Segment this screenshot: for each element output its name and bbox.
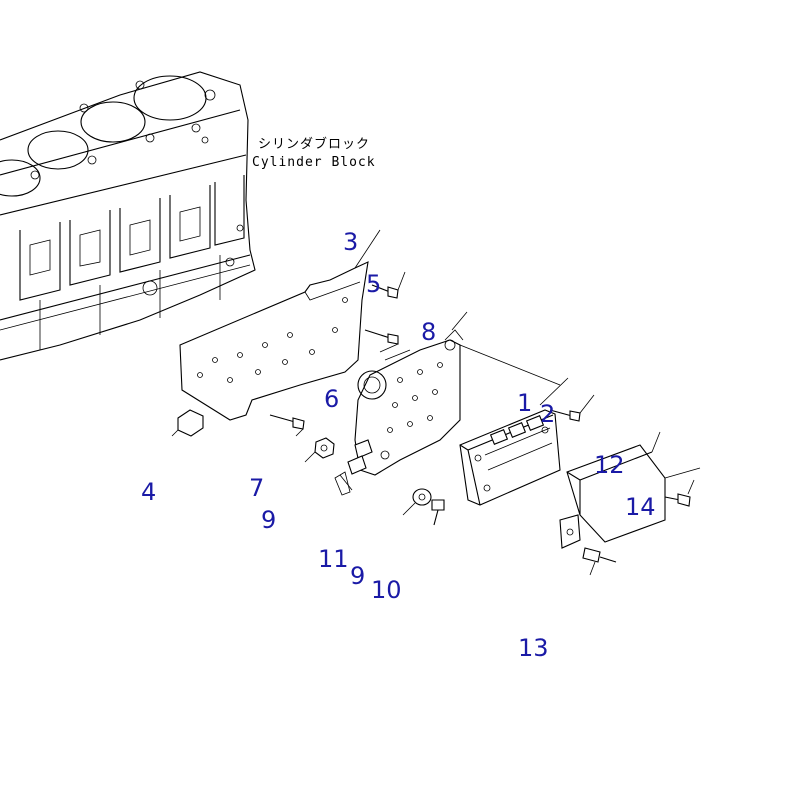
callout-6: 6 — [324, 385, 340, 413]
callout-14: 14 — [625, 493, 656, 521]
bolt — [431, 499, 445, 526]
callout-9: 9 — [350, 562, 366, 590]
spacer — [171, 409, 204, 437]
washer — [402, 488, 432, 516]
cylinder-block — [0, 71, 256, 361]
cylinder-block-caption-jp: シリンダブロック — [258, 137, 371, 152]
callout-13: 13 — [518, 634, 549, 662]
engine-controller — [459, 377, 569, 506]
callout-10: 10 — [371, 576, 402, 604]
callout-11: 11 — [318, 545, 349, 573]
bolt — [549, 394, 595, 422]
callout-7: 7 — [249, 474, 265, 502]
cylinder-block-caption-en: Cylinder Block — [252, 155, 376, 170]
controller-bracket — [334, 311, 561, 496]
callout-2: 2 — [540, 400, 556, 428]
bolt — [371, 271, 406, 299]
callout-1: 1 — [517, 389, 533, 417]
callout-5: 5 — [366, 270, 382, 298]
bolt — [269, 414, 305, 437]
callout-9: 9 — [261, 506, 277, 534]
bolt — [582, 547, 617, 576]
callout-8: 8 — [421, 318, 437, 346]
bolt — [364, 329, 399, 353]
nut — [304, 437, 335, 463]
cover-plate — [559, 431, 666, 549]
callout-3: 3 — [343, 228, 359, 256]
bolt — [664, 479, 695, 507]
callout-12: 12 — [594, 451, 625, 479]
callout-4: 4 — [141, 478, 157, 506]
mounting-plate — [179, 229, 381, 421]
